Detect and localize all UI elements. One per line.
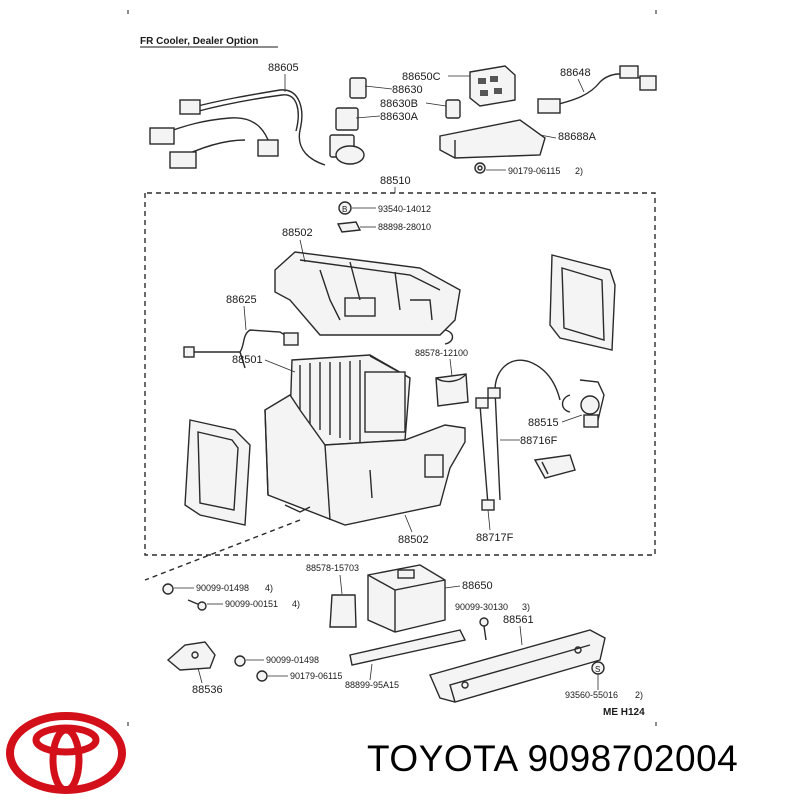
control-box-88650c bbox=[469, 65, 516, 107]
amplifier-88650 bbox=[367, 564, 446, 633]
note-2-top: 2) bbox=[575, 166, 583, 176]
pad-88578-15703 bbox=[329, 594, 357, 628]
lower-case-88502 bbox=[264, 394, 466, 526]
label-88688a: 88688A bbox=[558, 131, 597, 143]
label-88561: 88561 bbox=[503, 614, 534, 626]
screw-90099-00151 bbox=[187, 599, 207, 611]
bracket-88688a bbox=[439, 119, 546, 159]
label-90099-01498-a: 90099-01498 bbox=[196, 583, 249, 593]
label-90099-30130: 90099-30130 bbox=[455, 602, 508, 612]
upper-case-88502 bbox=[274, 251, 461, 336]
label-88510: 88510 bbox=[380, 175, 411, 187]
relay-88630 bbox=[349, 77, 367, 99]
cover-88561 bbox=[429, 629, 606, 703]
note-4-b: 4) bbox=[292, 599, 300, 609]
grommet-90099-01498-a bbox=[162, 583, 174, 595]
clip-bracket bbox=[533, 454, 576, 479]
nut-90179-top bbox=[474, 162, 486, 174]
label-88578-12100: 88578-12100 bbox=[415, 348, 468, 358]
label-88898: 88898-28010 bbox=[378, 222, 431, 232]
relay-88630a bbox=[329, 134, 365, 165]
bolt-90099-30130 bbox=[479, 617, 489, 641]
label-88578-15703: 88578-15703 bbox=[306, 563, 359, 573]
screw-93540: B bbox=[338, 201, 352, 215]
label-88630: 88630 bbox=[392, 84, 423, 96]
label-88650: 88650 bbox=[462, 580, 493, 592]
thermistor-88625 bbox=[183, 329, 299, 369]
label-88502-top: 88502 bbox=[282, 227, 313, 239]
note-3: 3) bbox=[522, 602, 530, 612]
brand-part-number: TOYOTA 9098702004 bbox=[367, 738, 739, 779]
label-88605: 88605 bbox=[268, 62, 299, 74]
note-4-a: 4) bbox=[265, 583, 273, 593]
label-88501: 88501 bbox=[232, 354, 263, 366]
wire-harness-88605 bbox=[149, 89, 326, 169]
assembly-boundary-88510 bbox=[144, 192, 656, 556]
svg-text:S: S bbox=[595, 665, 600, 674]
label-88650c: 88650C bbox=[402, 71, 441, 83]
bracket-88536 bbox=[166, 641, 216, 671]
nut-90179-bottom bbox=[256, 670, 268, 682]
note-2-bottom: 2) bbox=[635, 690, 643, 700]
clip-88578-12100 bbox=[435, 329, 469, 407]
toyota-logo bbox=[6, 712, 126, 794]
evaporator-core-88501 bbox=[289, 354, 411, 446]
diagram-header: FR Cooler, Dealer Option bbox=[140, 36, 258, 47]
pipe-88717f bbox=[475, 397, 495, 511]
wire-88648 bbox=[537, 65, 657, 114]
label-88536: 88536 bbox=[192, 684, 223, 696]
gasket-88898 bbox=[336, 221, 362, 233]
dashed-leader-bottom bbox=[144, 519, 301, 581]
label-88648: 88648 bbox=[560, 67, 591, 79]
label-88502-bottom: 88502 bbox=[398, 534, 429, 546]
label-88899: 88899-95A15 bbox=[345, 680, 399, 690]
relay-88630b bbox=[335, 107, 359, 131]
label-93560: 93560-55016 bbox=[565, 690, 618, 700]
label-88515: 88515 bbox=[528, 417, 559, 429]
label-90099-00151: 90099-00151 bbox=[225, 599, 278, 609]
diagram-code: ME H124 bbox=[603, 707, 645, 718]
label-88717f: 88717F bbox=[476, 532, 514, 544]
label-88716f: 88716F bbox=[520, 435, 558, 447]
seal-88899-95a15 bbox=[349, 629, 467, 666]
pipe-88716f bbox=[487, 359, 561, 501]
label-88630a: 88630A bbox=[380, 111, 419, 123]
label-90179-top: 90179-06115 bbox=[508, 166, 560, 176]
screw-93560-55016: S bbox=[591, 661, 605, 675]
grommet-90099-01498-b bbox=[234, 655, 246, 667]
label-88630b: 88630B bbox=[380, 98, 418, 110]
label-90099-01498-b: 90099-01498 bbox=[266, 655, 319, 665]
frame-seal-right bbox=[549, 254, 616, 351]
label-93540: 93540-14012 bbox=[378, 204, 431, 214]
label-90179-bottom: 90179-06115 bbox=[290, 671, 342, 681]
label-88625: 88625 bbox=[226, 294, 257, 306]
relay-small-88630b bbox=[445, 99, 461, 119]
expansion-valve-88515 bbox=[561, 379, 605, 428]
frame-filter-left bbox=[184, 419, 251, 526]
svg-text:B: B bbox=[342, 205, 347, 214]
